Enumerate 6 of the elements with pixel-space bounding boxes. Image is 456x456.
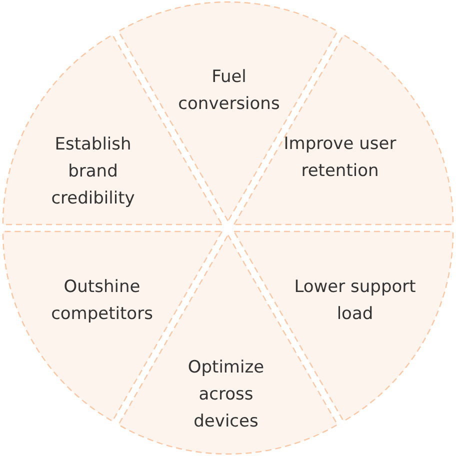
segment-label: Fuel conversions (177, 66, 281, 116)
segment-label: Improve user retention (282, 133, 398, 183)
segment-label: Lower support load (293, 276, 417, 326)
segment-label: Outshine competitors (50, 276, 154, 326)
segment-label: Optimize across devices (186, 356, 266, 434)
segment-label: Establish brand credibility (50, 134, 136, 210)
